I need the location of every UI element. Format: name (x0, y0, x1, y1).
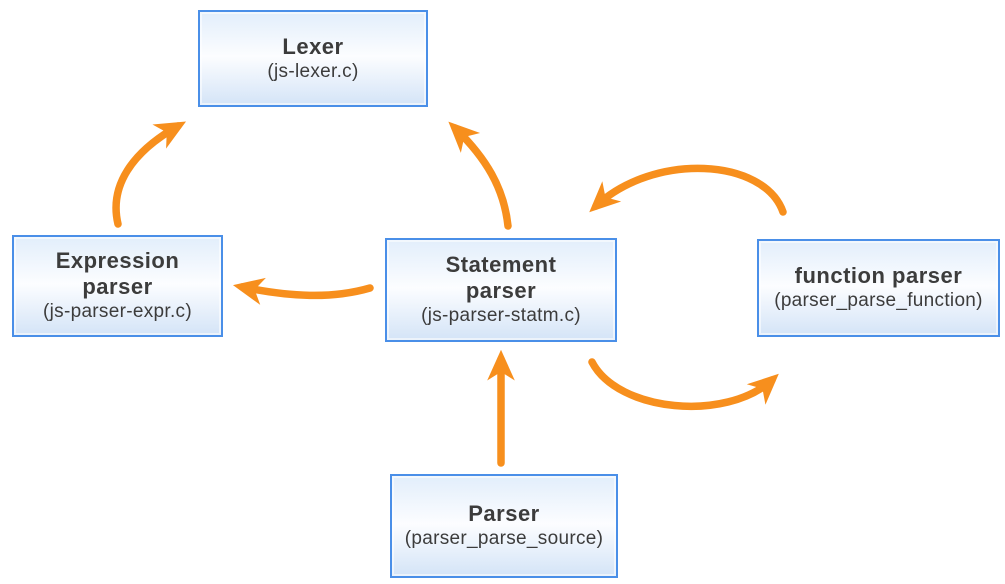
node-expression-parser-title: Expression parser (55, 248, 180, 299)
node-expression-parser-subtitle: (js-parser-expr.c) (43, 301, 192, 322)
arrow-statement-parser-to-expression-parser (232, 277, 374, 305)
arrow-expression-parser-to-lexer (112, 121, 187, 228)
node-lexer: Lexer (js-lexer.c) (198, 10, 428, 107)
node-statement-parser: Statement parser (js-parser-statm.c) (385, 238, 617, 342)
node-function-parser-subtitle: (parser_parse_function) (774, 290, 983, 311)
node-lexer-subtitle: (js-lexer.c) (267, 60, 359, 82)
node-function-parser-title: function parser (794, 263, 963, 288)
node-parser-title: Parser (468, 501, 540, 526)
node-lexer-title: Lexer (282, 33, 344, 59)
arrow-statement-parser-to-lexer (448, 121, 512, 230)
arrow-statement-parser-to-function-parser (588, 358, 779, 411)
node-statement-parser-title: Statement parser (445, 252, 557, 303)
node-parser: Parser (parser_parse_source) (390, 474, 618, 578)
node-function-parser: function parser (parser_parse_function) (757, 239, 1000, 337)
node-statement-parser-subtitle: (js-parser-statm.c) (421, 305, 581, 326)
arrow-function-parser-to-statement-parser (589, 164, 787, 216)
node-parser-subtitle: (parser_parse_source) (404, 528, 604, 549)
node-expression-parser: Expression parser (js-parser-expr.c) (12, 235, 223, 337)
